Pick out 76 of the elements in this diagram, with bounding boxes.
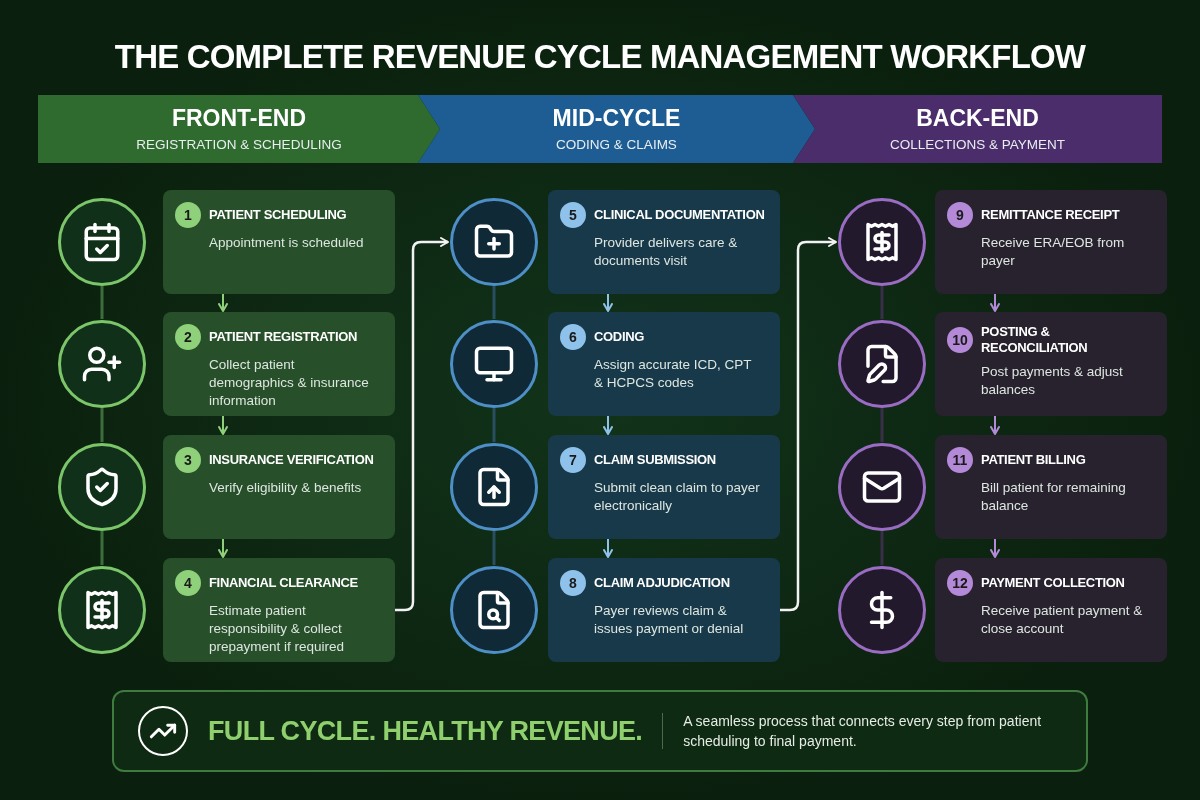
summary-description: A seamless process that connects every step from patient scheduling to final payment. <box>683 712 1043 751</box>
step-number: 9 <box>947 202 973 228</box>
step-description: Post payments & adjust balances <box>980 362 1124 399</box>
step-number: 12 <box>947 570 973 596</box>
step-card <box>163 312 395 416</box>
step-description: Estimate patient responsibility & collect prepayment if required <box>208 602 346 656</box>
arrow <box>990 538 1000 558</box>
step-description: Collect patient demographics & insurance information <box>208 356 370 410</box>
connector-line <box>100 531 104 565</box>
step-card <box>548 190 780 294</box>
summary-banner <box>112 690 1088 772</box>
step-number: 11 <box>947 447 973 473</box>
step-title: REMITTANCE RECEIPT <box>981 206 1120 224</box>
connector-line <box>100 408 104 442</box>
step-card <box>163 558 395 662</box>
step-number: 7 <box>560 447 586 473</box>
step-description: Verify eligibility & benefits <box>208 479 363 497</box>
step-card <box>935 312 1167 416</box>
step-card <box>548 558 780 662</box>
phase-heading: BACK-END <box>916 104 1039 133</box>
step-number: 1 <box>175 202 201 228</box>
step-card <box>935 558 1167 662</box>
step-description: Receive ERA/EOB from payer <box>980 234 1126 270</box>
summary-headline: FULL CYCLE. HEALTHY REVENUE. <box>208 714 643 748</box>
connector-line <box>492 531 496 565</box>
step-number: 3 <box>175 447 201 473</box>
connector-line <box>880 408 884 442</box>
arrow <box>218 293 228 312</box>
connector-line <box>492 286 496 319</box>
step-description: Provider delivers care & documents visit <box>593 234 739 270</box>
phase-subtitle: CODING & CLAIMS <box>556 136 677 154</box>
arrow <box>990 293 1000 312</box>
step-card <box>935 435 1167 539</box>
step-title: FINANCIAL CLEARANCE <box>209 574 358 592</box>
step-title: CLAIM SUBMISSION <box>594 451 716 469</box>
step-description: Bill patient for remaining balance <box>980 479 1127 515</box>
step-number: 6 <box>560 324 586 350</box>
step-number: 10 <box>947 327 973 354</box>
step-title: CLAIM ADJUDICATION <box>594 574 730 592</box>
step-card <box>548 312 780 416</box>
arrow <box>218 415 228 435</box>
step-number: 2 <box>175 324 201 350</box>
connector-line <box>492 408 496 442</box>
step-number: 4 <box>175 570 201 596</box>
step-description: Appointment is scheduled <box>208 234 365 252</box>
arrow <box>990 415 1000 435</box>
step-title: POSTING & RECONCILIATION <box>981 324 1089 357</box>
phase-subtitle: COLLECTIONS & PAYMENT <box>889 136 1065 154</box>
step-description: Receive patient payment & close account <box>980 602 1144 638</box>
step-title: CLINICAL DOCUMENTATION <box>594 206 765 224</box>
step-card <box>163 435 395 539</box>
step-card <box>935 190 1167 294</box>
step-card <box>163 190 395 294</box>
step-description: Submit clean claim to payer electronically <box>593 479 761 515</box>
diagram-title: THE COMPLETE REVENUE CYCLE MANAGEMENT WORKFLOW <box>114 37 1086 77</box>
connector-line <box>880 286 884 319</box>
arrow <box>603 538 613 558</box>
step-title: INSURANCE VERIFICATION <box>209 451 374 469</box>
phase-heading: FRONT-END <box>171 104 307 133</box>
arrow <box>603 415 613 435</box>
step-title: PATIENT REGISTRATION <box>209 328 358 346</box>
step-number: 8 <box>560 570 586 596</box>
step-title: CODING <box>594 328 645 346</box>
arrow <box>218 538 228 558</box>
step-title: PATIENT BILLING <box>981 451 1086 469</box>
arrow <box>603 293 613 312</box>
connector-line <box>880 531 884 565</box>
phase-heading: MID-CYCLE <box>552 104 681 133</box>
step-description: Payer reviews claim & issues payment or denial <box>593 602 745 638</box>
step-description: Assign accurate ICD, CPT & HCPCS codes <box>593 356 753 392</box>
step-number: 5 <box>560 202 586 228</box>
step-title: PAYMENT COLLECTION <box>981 574 1125 592</box>
step-title: PATIENT SCHEDULING <box>209 206 347 224</box>
connector-line <box>100 286 104 319</box>
phase-subtitle: REGISTRATION & SCHEDULING <box>136 136 342 154</box>
step-card <box>548 435 780 539</box>
